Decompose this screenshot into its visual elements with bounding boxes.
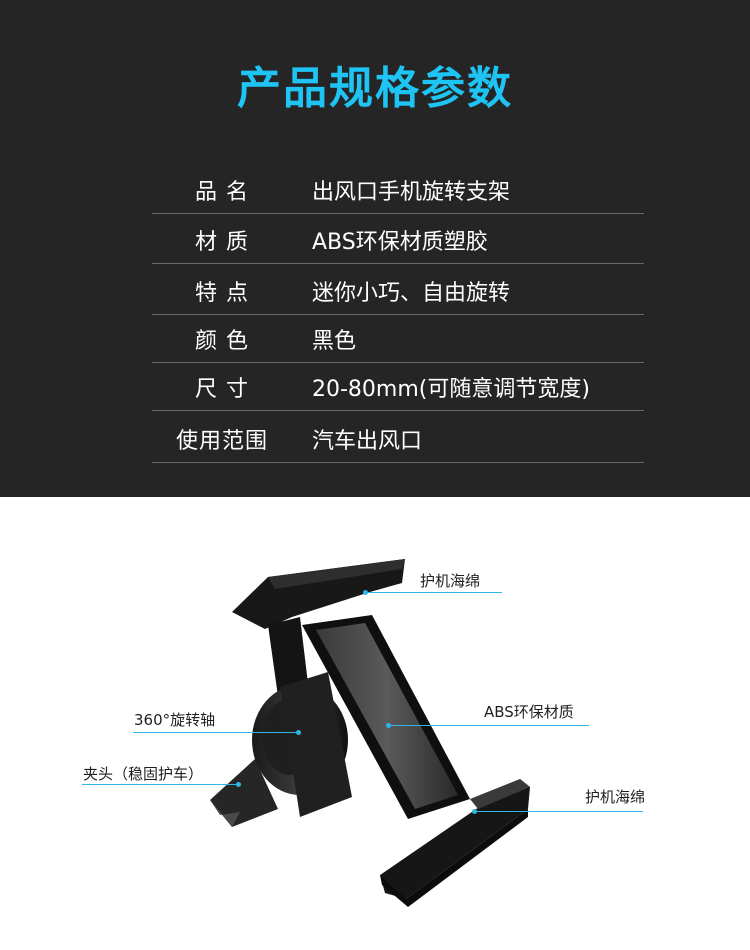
spec-row-material: 材 质 ABS环保材质塑胶: [152, 214, 644, 264]
spec-label: 品 名: [195, 180, 249, 205]
spec-value: 黑色: [312, 329, 357, 354]
spec-row-size: 尺 寸 20-80mm(可随意调节宽度): [152, 361, 644, 411]
spec-row-feature: 特 点 迷你小巧、自由旋转: [152, 265, 644, 315]
divider: [152, 314, 644, 315]
callout-clip: 夹头（稳固护车）: [83, 765, 204, 783]
callout-line: [389, 725, 589, 726]
callout-material: ABS环保材质: [484, 703, 574, 721]
spec-label: 颜 色: [195, 329, 249, 354]
callout-marker: [472, 809, 477, 814]
callout-top-sponge: 护机海绵: [420, 572, 481, 590]
spec-value: 20-80mm(可随意调节宽度): [312, 377, 590, 402]
callout-marker: [296, 730, 301, 735]
spec-label: 使用范围: [175, 429, 268, 454]
spec-label: 尺 寸: [195, 377, 249, 402]
divider: [152, 362, 644, 363]
divider: [152, 263, 644, 264]
divider: [152, 410, 644, 411]
divider: [152, 213, 644, 214]
phone-holder-illustration: [210, 559, 530, 907]
spec-value: 迷你小巧、自由旋转: [312, 281, 511, 306]
callout-line: [366, 592, 502, 593]
divider: [152, 462, 644, 463]
spec-label: 特 点: [195, 281, 249, 306]
spec-section: 产品规格参数 品 名 出风口手机旋转支架 材 质 ABS环保材质塑胶 特 点 迷…: [0, 0, 750, 497]
callout-bottom-sponge: 护机海绵: [585, 788, 646, 806]
spec-value: 出风口手机旋转支架: [312, 180, 511, 205]
spec-row-color: 颜 色 黑色: [152, 313, 644, 363]
callout-line: [82, 784, 238, 785]
spec-title: 产品规格参数: [237, 63, 513, 114]
spec-row-name: 品 名 出风口手机旋转支架: [152, 164, 644, 214]
spec-value: ABS环保材质塑胶: [312, 230, 488, 255]
callout-line: [133, 732, 298, 733]
callout-line: [475, 811, 643, 812]
spec-value: 汽车出风口: [312, 429, 423, 454]
callout-marker: [236, 782, 241, 787]
callout-marker: [386, 723, 391, 728]
callout-marker: [363, 590, 368, 595]
callout-rotation-axis: 360°旋转轴: [134, 711, 216, 729]
spec-row-usage: 使用范围 汽车出风口: [152, 413, 644, 463]
spec-label: 材 质: [195, 230, 249, 255]
product-diagram: 护机海绵 ABS环保材质 360°旋转轴 夹头（稳固护车） 护机海绵: [0, 497, 750, 950]
